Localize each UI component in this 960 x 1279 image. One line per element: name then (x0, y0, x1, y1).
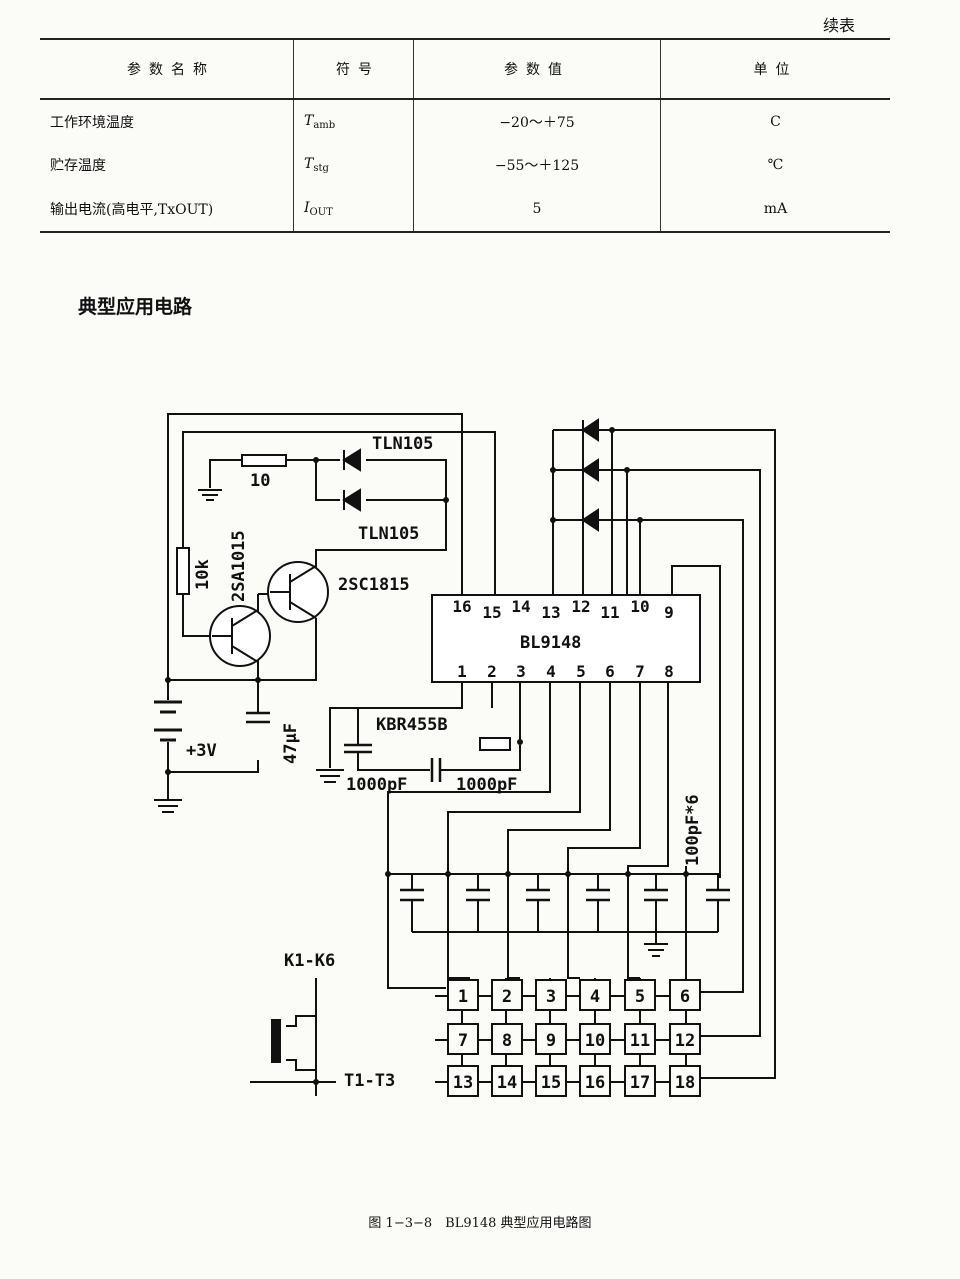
ic-pin-label: 8 (664, 662, 674, 681)
ic-pin-label: 7 (635, 662, 645, 681)
param-name: 工作环境温度 (50, 114, 134, 131)
key-matrix (447, 979, 701, 1097)
ic-label: BL9148 (520, 633, 581, 653)
resistor-base-label: 10k (193, 559, 213, 590)
ic-pin-label: 13 (541, 603, 560, 622)
ic-pin-label: 14 (511, 597, 530, 616)
ic-pin-label: 15 (482, 603, 501, 622)
key-number: 9 (546, 1031, 556, 1051)
ir-diode-icon (581, 458, 599, 482)
header-value: 参数值 (413, 39, 661, 100)
param-name: 贮存温度 (50, 157, 106, 174)
resonator-label: KBR455B (376, 715, 448, 735)
transistor-2sa1015 (209, 605, 271, 667)
key-number: 13 (453, 1073, 473, 1093)
battery-icon (154, 700, 182, 742)
led-diode-icon (342, 488, 361, 512)
param-unit: mA (660, 186, 890, 233)
key-number: 10 (585, 1031, 605, 1051)
caps-array-label: 100pF*6 (683, 794, 703, 866)
ir-diode-icon (581, 418, 599, 442)
ic-bl9148 (431, 594, 701, 683)
resonator-kbr455b (479, 737, 511, 751)
key-number: 5 (635, 987, 645, 1007)
key-switch (271, 1019, 281, 1063)
led-label-bottom: TLN105 (358, 524, 419, 544)
ic-pin-label: 2 (487, 662, 497, 681)
resistor-small-label: 10 (250, 471, 270, 491)
ic-pin-label: 12 (571, 597, 590, 616)
continued-label: 续表 (823, 16, 856, 35)
key-number: 1 (458, 987, 468, 1007)
ic-pin-label: 3 (516, 662, 526, 681)
key-number: 3 (546, 987, 556, 1007)
ic-pin-label: 10 (630, 597, 649, 616)
param-symbol: Tstg (293, 143, 414, 186)
ground-icon (198, 489, 222, 501)
key-number: 8 (502, 1031, 512, 1051)
param-symbol: IOUT (293, 186, 414, 233)
table-header-row: 参数名称 符号 参数值 单位 (40, 39, 890, 100)
ic-pin-label: 9 (664, 603, 674, 622)
param-value: −20～＋75 (413, 99, 661, 143)
key-number: 16 (585, 1073, 605, 1093)
key-number: 4 (590, 987, 600, 1007)
key-number: 15 (541, 1073, 561, 1093)
ic-pin-label: 1 (457, 662, 467, 681)
key-number: 11 (630, 1031, 650, 1051)
resistor-10k (176, 547, 190, 595)
header-name: 参数名称 (40, 39, 294, 100)
q2-label: 2SC1815 (338, 575, 410, 595)
figure-caption: 图 1−3−8 BL9148 典型应用电路图 (368, 1216, 592, 1231)
ic-pin-label: 5 (576, 662, 586, 681)
param-symbol: Tamb (293, 99, 414, 143)
keys-label: K1-K6 (284, 951, 335, 971)
ic-pin-label: 4 (546, 662, 556, 681)
key-number: 12 (675, 1031, 695, 1051)
cap-right-label: 1000pF (456, 775, 517, 795)
key-number: 7 (458, 1031, 468, 1051)
battery-label: +3V (186, 741, 217, 761)
ic-pin-label: 6 (605, 662, 615, 681)
ir-diode-icon (581, 508, 599, 532)
ground-icon (316, 769, 344, 783)
key-number: 2 (502, 987, 512, 1007)
resistor-10 (241, 454, 287, 467)
parameter-table: 参数名称 符号 参数值 单位 工作环境温度 Tamb −20～＋75 C 贮存温… (40, 38, 890, 233)
q1-label: 2SA1015 (229, 530, 249, 602)
led-diode-icon (342, 448, 361, 472)
param-unit: C (660, 99, 890, 143)
param-unit: ℃ (660, 143, 890, 186)
section-title: 典型应用电路 (78, 296, 193, 318)
table-row: 输出电流(高电平,TxOUT) IOUT 5 mA (40, 186, 890, 233)
cap-left-label: 1000pF (346, 775, 407, 795)
key-number: 6 (680, 987, 690, 1007)
t-label: T1-T3 (344, 1071, 395, 1091)
ground-icon (154, 799, 182, 813)
ic-pin-label: 16 (452, 597, 471, 616)
header-symbol: 符号 (293, 39, 414, 100)
table-row: 贮存温度 Tstg −55～＋125 ℃ (40, 143, 890, 186)
ic-pin-label: 11 (600, 603, 619, 622)
key-number: 14 (497, 1073, 517, 1093)
ground-icon (644, 943, 668, 957)
param-value: −55～＋125 (413, 143, 661, 186)
param-value: 5 (413, 186, 661, 233)
cap-main-label: 47μF (281, 723, 301, 764)
table-row: 工作环境温度 Tamb −20～＋75 C (40, 99, 890, 143)
led-label-top: TLN105 (372, 434, 433, 454)
key-number: 18 (675, 1073, 695, 1093)
key-number: 17 (630, 1073, 650, 1093)
param-name: 输出电流(高电平,TxOUT) (40, 186, 294, 233)
transistor-2sc1815 (267, 561, 329, 623)
header-unit: 单位 (660, 39, 890, 100)
